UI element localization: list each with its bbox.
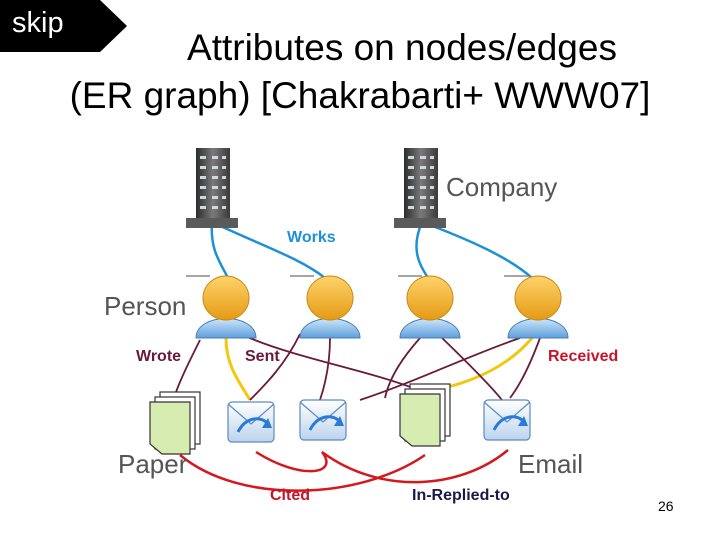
replied-edge <box>321 449 509 484</box>
email-1 <box>227 401 275 443</box>
slide-title-line-1: Attributes on nodes/edges <box>187 27 617 68</box>
company-building-1 <box>186 148 238 228</box>
works-edge <box>211 220 326 279</box>
person-2 <box>290 275 361 339</box>
sent-edge <box>174 339 201 396</box>
works-edge <box>210 221 230 279</box>
replied-edge <box>255 450 328 473</box>
person-1 <box>186 275 257 339</box>
person-4 <box>504 275 569 339</box>
node-label-person: Person <box>104 291 187 321</box>
skip-arrow-shape <box>0 0 127 52</box>
node-label-paper: Paper <box>118 449 188 479</box>
received-edge <box>384 337 421 399</box>
works-edge <box>415 221 430 279</box>
paper-1 <box>149 391 201 455</box>
relation-label-cited: Cited <box>270 487 310 504</box>
node-label-company: Company <box>446 172 558 202</box>
sent-edge <box>359 337 521 401</box>
company-building-2 <box>394 148 446 228</box>
node-label-email: Email <box>518 449 584 479</box>
relation-label-in-replied-to: In-Replied-to <box>412 487 510 504</box>
works-edges <box>210 220 533 279</box>
cited-edge <box>179 453 426 492</box>
relation-label-received: Received <box>548 348 619 365</box>
slide-title-line-2: (ER graph) [Chakrabarti+ WWW07] <box>69 75 651 116</box>
page-number: 26 <box>658 498 674 514</box>
skip-button-label: skip <box>12 7 64 39</box>
email-2 <box>299 399 347 441</box>
cited-replied-edges <box>179 449 509 492</box>
paper-2 <box>399 383 451 447</box>
works-edge <box>421 220 533 279</box>
sent-edge <box>319 337 331 401</box>
relation-label-sent: Sent <box>245 348 280 365</box>
person-3 <box>398 275 461 339</box>
skip-button[interactable]: skip <box>0 0 128 52</box>
relation-label-works: Works <box>287 229 336 246</box>
relation-label-wrote: Wrote <box>136 348 182 365</box>
sent-received-edges <box>174 333 541 401</box>
wrote-edge <box>224 337 252 401</box>
received-edge <box>439 335 503 401</box>
received-edge <box>509 337 541 399</box>
received-edge <box>249 333 301 401</box>
email-3 <box>483 399 531 441</box>
